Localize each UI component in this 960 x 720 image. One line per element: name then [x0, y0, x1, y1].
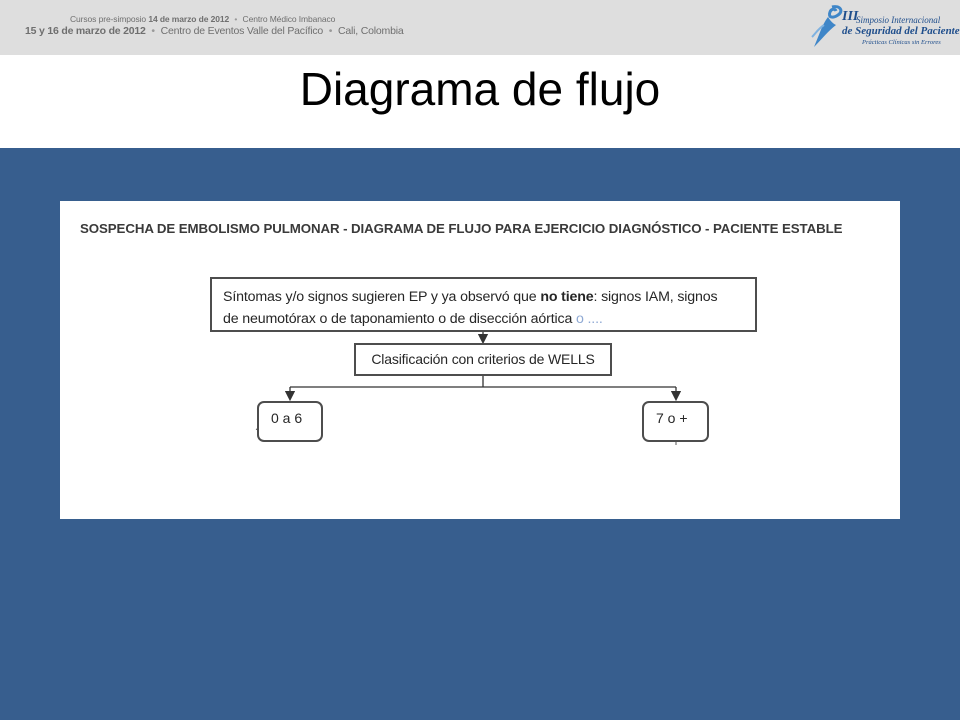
banner-symposium-place: Centro de Eventos Valle del Pacífico [160, 25, 324, 37]
banner-bullet: • [151, 25, 155, 37]
symptoms-text-no-tiene: no tiene [540, 289, 594, 305]
flowchart-title: SOSPECHA DE EMBOLISMO PULMONAR - DIAGRAM… [80, 221, 843, 236]
banner-symposium-date: 15 y 16 de marzo de 2012 [25, 25, 146, 37]
symptoms-text-3: : signos IAM, signos [593, 289, 718, 305]
flowchart-connectors [255, 332, 682, 445]
banner-symposium-line: 15 y 16 de marzo de 2012 • Centro de Eve… [25, 25, 404, 37]
logo-line-3: Prácticas Clínicas sin Errores [862, 39, 941, 46]
symptoms-text-4: de neumotórax o de taponamiento o de dis… [223, 311, 576, 327]
flowchart-figure: SOSPECHA DE EMBOLISMO PULMONAR - DIAGRAM… [60, 201, 900, 519]
header-banner: Cursos pre-simposio 14 de marzo de 2012 … [0, 0, 960, 55]
banner-bullet: • [328, 25, 333, 37]
logo-line-2: de Seguridad del Paciente [842, 25, 960, 37]
symptoms-text-ellipsis: o .... [575, 311, 603, 327]
symptoms-text-1: Síntomas y/o signos sugieren EP y ya obs… [223, 289, 541, 305]
slide-title: Diagrama de flujo [299, 63, 661, 115]
low-score-box: 0 a 6 [257, 401, 323, 442]
logo-line-1: Simposio Internacional [856, 15, 941, 25]
figure-swirl-icon [811, 5, 843, 47]
banner-pre-symposium-line: Cursos pre-simposio 14 de marzo de 2012 … [70, 14, 335, 24]
banner-pre-symposium-date: 14 de marzo de 2012 [148, 14, 230, 24]
logo-roman-numeral: III [842, 9, 859, 24]
wells-classification-box: Clasificación con criterios de WELLS [354, 343, 612, 376]
banner-bullet: • [234, 14, 238, 24]
banner-pre-symposium-label: Cursos pre-simposio [70, 14, 147, 24]
high-score-box: 7 o + [642, 401, 709, 442]
symposium-logo: III Simposio Internacional de Seguridad … [810, 3, 960, 51]
symptoms-box: Síntomas y/o signos sugieren EP y ya obs… [210, 277, 757, 332]
banner-symposium-city: Cali, Colombia [338, 25, 404, 37]
banner-pre-symposium-place: Centro Médico Imbanaco [242, 14, 336, 24]
